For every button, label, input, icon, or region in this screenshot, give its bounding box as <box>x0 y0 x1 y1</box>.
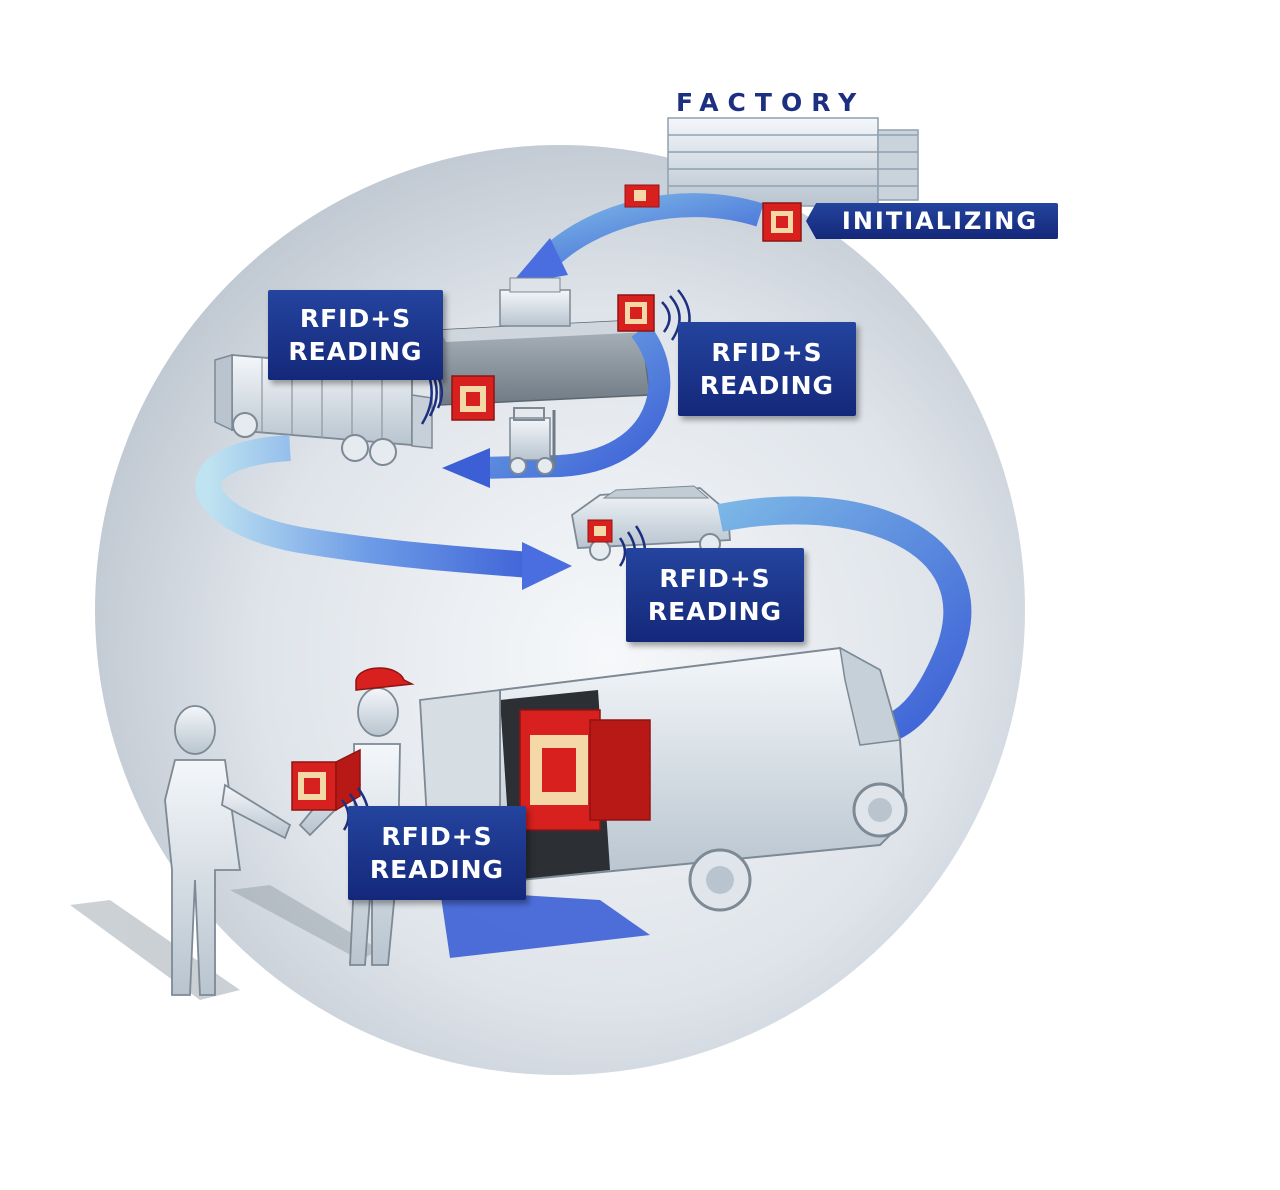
rfid-tag-icon <box>624 184 660 208</box>
factory-title: FACTORY <box>676 88 866 117</box>
flow-arrow-icon <box>195 435 572 590</box>
forklift-icon <box>509 407 556 475</box>
rfid-tag-icon <box>291 748 361 812</box>
reading-label-line2: READING <box>288 337 423 366</box>
factory-icon <box>667 117 919 207</box>
reading-label-line1: RFID+S <box>659 564 771 593</box>
initializing-label: INITIALIZING <box>806 203 1058 239</box>
flow-arrow-icon <box>717 496 972 741</box>
reading-label-line2: READING <box>369 855 505 884</box>
reading-label-delivery: RFID+S READING <box>348 806 526 900</box>
reading-label-line1: RFID+S <box>711 338 823 367</box>
customer-figure-icon <box>164 705 292 996</box>
flow-arrow-icon <box>510 193 764 285</box>
reading-label-car: RFID+S READING <box>626 548 804 642</box>
flow-arrow-icon <box>440 890 650 958</box>
reading-label-line1: RFID+S <box>299 304 412 333</box>
reading-label-warehouse: RFID+S READING <box>678 322 856 416</box>
reading-label-truck: RFID+S READING <box>268 290 443 380</box>
reading-label-line2: READING <box>647 597 783 626</box>
van-icon <box>419 646 908 912</box>
initializing-label-text: INITIALIZING <box>841 207 1039 235</box>
reading-label-line1: RFID+S <box>381 822 493 851</box>
rfid-tag-icon <box>451 375 495 421</box>
rfid-tag-icon <box>762 202 802 242</box>
flow-arrow-icon <box>442 323 671 488</box>
rfid-tag-icon <box>617 294 655 332</box>
figure-shadows <box>70 885 380 1000</box>
reading-label-line2: READING <box>699 371 835 400</box>
